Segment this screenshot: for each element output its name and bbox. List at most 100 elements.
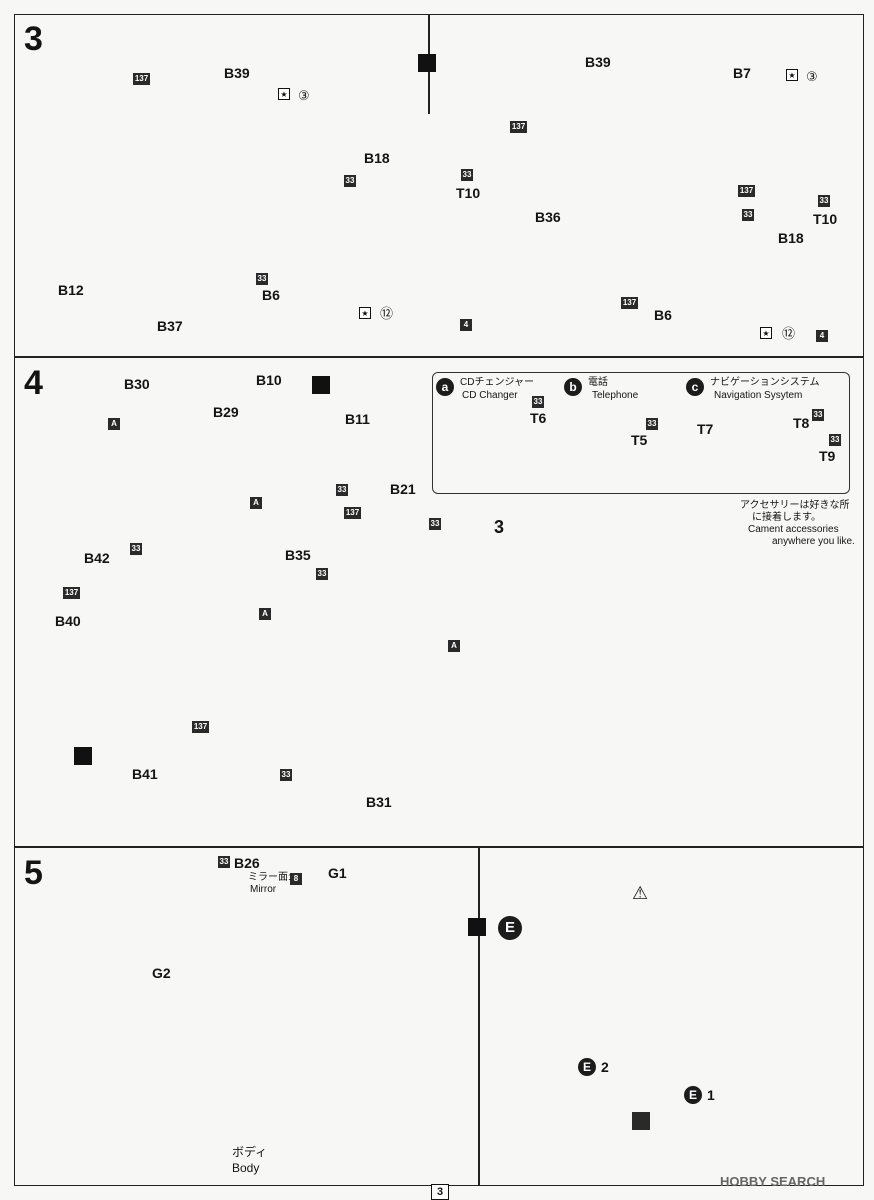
paint-33: 33 xyxy=(812,409,824,421)
paint-33: 33 xyxy=(218,856,230,868)
paint-137: 137 xyxy=(63,587,80,599)
accessory-b-jp: 電話 xyxy=(588,377,608,388)
accessory-note-en-2: anywhere you like. xyxy=(772,536,855,547)
tag-A: A xyxy=(259,608,271,620)
part-B7: B7 xyxy=(733,65,751,81)
part-T10: T10 xyxy=(456,185,481,201)
sheet-frame xyxy=(14,14,864,1186)
part-B11: B11 xyxy=(345,411,370,427)
step-3-reference: 3 xyxy=(494,517,505,537)
row-divider-2 xyxy=(14,846,864,848)
paint-33: 33 xyxy=(532,396,544,408)
part-T9: T9 xyxy=(819,448,836,464)
paint-4: 4 xyxy=(460,319,472,331)
paint-33: 33 xyxy=(461,169,473,181)
decal-star-icon: ★ xyxy=(786,69,798,81)
paint-33: 33 xyxy=(429,518,441,530)
accessory-a-en: CD Changer xyxy=(462,390,518,401)
tag-A: A xyxy=(448,640,460,652)
paint-137: 137 xyxy=(192,721,209,733)
decal-number: ③ xyxy=(806,69,818,84)
warning-icon: ⚠ xyxy=(632,883,649,903)
accessory-note-jp-2: に接着します。 xyxy=(752,512,821,523)
paint-33: 33 xyxy=(646,418,658,430)
body-label-jp: ボディ xyxy=(232,1145,268,1159)
page-number: 3 xyxy=(431,1184,449,1200)
paint-33: 33 xyxy=(336,484,348,496)
same-as-opposite-icon xyxy=(74,747,92,765)
paint-33: 33 xyxy=(818,195,830,207)
paint-137: 137 xyxy=(621,297,638,309)
paint-137: 137 xyxy=(510,121,527,133)
step-5-number: 5 xyxy=(24,854,43,892)
body-label-en: Body xyxy=(232,1161,260,1175)
tag-A: A xyxy=(108,418,120,430)
step-E-marker: E xyxy=(498,916,522,940)
part-B6: B6 xyxy=(654,307,672,323)
paint-33: 33 xyxy=(130,543,142,555)
part-B18: B18 xyxy=(364,150,390,166)
accessory-c-en: Navigation Sysytem xyxy=(714,390,803,401)
part-B36: B36 xyxy=(535,209,561,225)
accessory-note-jp-1: アクセサリーは好きな所 xyxy=(740,500,850,511)
accessory-b-marker: b xyxy=(564,378,582,396)
part-B26: B26 xyxy=(234,855,260,871)
part-G1: G1 xyxy=(328,865,347,881)
part-B40: B40 xyxy=(55,613,81,629)
accessory-b-en: Telephone xyxy=(592,390,639,401)
part-T8: T8 xyxy=(793,415,810,431)
part-T6: T6 xyxy=(530,410,547,426)
tag-A: A xyxy=(250,497,262,509)
decal-star-icon: ★ xyxy=(760,327,772,339)
step-3-number: 3 xyxy=(24,20,43,58)
accessory-note-en-1: Cament accessories xyxy=(748,524,839,535)
decal-E2-marker: E xyxy=(578,1058,596,1076)
cut-icon xyxy=(632,1112,650,1130)
decal-E1-marker: E xyxy=(684,1086,702,1104)
part-B39: B39 xyxy=(224,65,250,81)
accessory-c-marker: c xyxy=(686,378,704,396)
part-B35: B35 xyxy=(285,547,311,563)
decal-number: ③ xyxy=(298,88,310,103)
part-B6: B6 xyxy=(262,287,280,303)
paint-137: 137 xyxy=(738,185,755,197)
paint-137: 137 xyxy=(344,507,361,519)
watermark-logo: HOBBY SEARCH xyxy=(720,1174,826,1189)
part-B12: B12 xyxy=(58,282,84,298)
paint-33: 33 xyxy=(344,175,356,187)
paint-33: 33 xyxy=(742,209,754,221)
mirror-label-en: Mirror xyxy=(250,884,277,895)
same-as-opposite-icon xyxy=(418,54,436,72)
part-B30: B30 xyxy=(124,376,150,392)
same-as-opposite-icon xyxy=(312,376,330,394)
paint-33: 33 xyxy=(829,434,841,446)
paint-8: 8 xyxy=(290,873,302,885)
part-B39: B39 xyxy=(585,54,611,70)
accessories-box xyxy=(432,372,850,494)
decal-number: ⑫ xyxy=(380,306,394,321)
part-B37: B37 xyxy=(157,318,183,334)
paint-4: 4 xyxy=(816,330,828,342)
paint-33: 33 xyxy=(316,568,328,580)
accessory-a-jp: CDチェンジャー xyxy=(460,377,534,388)
paint-33: 33 xyxy=(280,769,292,781)
part-T5: T5 xyxy=(631,432,648,448)
accessory-c-jp: ナビゲーションシステム xyxy=(710,377,820,388)
decal-number: ⑫ xyxy=(782,326,796,341)
part-G2: G2 xyxy=(152,965,171,981)
step-4-number: 4 xyxy=(24,364,43,402)
accessory-a-marker: a xyxy=(436,378,454,396)
decal-E2-number: 2 xyxy=(601,1059,609,1075)
decal-E1-number: 1 xyxy=(707,1087,715,1103)
part-B41: B41 xyxy=(132,766,158,782)
decal-star-icon: ★ xyxy=(359,307,371,319)
decal-star-icon: ★ xyxy=(278,88,290,100)
paint-33: 33 xyxy=(256,273,268,285)
part-T7: T7 xyxy=(697,421,714,437)
row-divider-1 xyxy=(14,356,864,358)
part-B31: B31 xyxy=(366,794,392,810)
col-divider-5 xyxy=(478,846,480,1186)
part-B18: B18 xyxy=(778,230,804,246)
part-B29: B29 xyxy=(213,404,239,420)
